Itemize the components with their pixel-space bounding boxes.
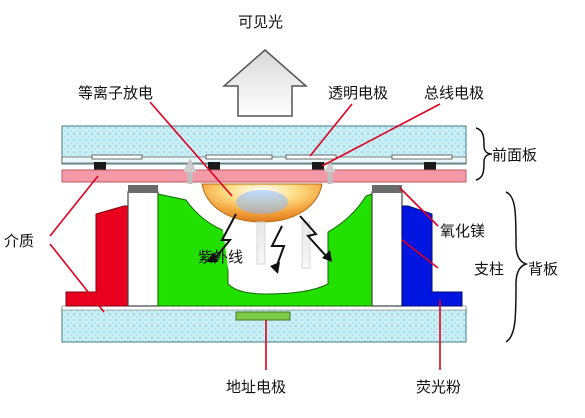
back-panel-bracket [505,191,529,343]
pointer-magnesium-oxide [399,187,439,227]
back-dielectric-strip [61,305,467,311]
label-visible-light: 可见光 [238,13,283,31]
bus-electrode-2 [208,162,220,170]
bus-electrode-1 [94,162,106,170]
label-magnesium-oxide: 氧化镁 [440,222,485,240]
transparent-electrode-mid-left [205,154,273,160]
mgo-cap-left [128,185,158,193]
label-dielectric: 介质 [4,232,34,250]
label-back-panel: 背板 [528,260,558,278]
green-phosphor [157,193,373,307]
uv-arrow-1 [211,213,237,263]
label-address-electrode: 地址电极 [226,378,286,396]
uv-shaft-left [256,221,266,265]
label-front-panel: 前面板 [492,146,537,164]
bus-electrode-3 [312,162,324,170]
uv-shaft-right [301,221,311,269]
label-ultraviolet: 紫外线 [198,248,243,266]
label-phosphor: 荧光粉 [416,378,461,396]
uv-arrow-2 [270,225,286,269]
pointer-transparent-electrode [309,103,353,157]
bus-electrode-4 [424,162,436,170]
transparent-electrode-left [91,154,143,160]
dielectric-layer [61,169,467,183]
transparent-electrode-right [391,154,453,160]
uv-arrow-3-head [322,250,332,262]
pointer-bus-electrode [321,103,441,167]
light-arrow-1-head [184,162,196,172]
mgo-cap-right [372,185,402,193]
pointer-plasma [149,101,233,197]
pointer-lines [49,101,441,370]
blue-phosphor [401,205,463,307]
visible-light-arrow [222,49,308,117]
pointer-dielectric-top [49,175,99,237]
pointer-dielectric-bottom [49,243,105,313]
plasma-glow [236,190,288,214]
label-barrier-rib: 支柱 [474,260,504,278]
light-arrow-2-head [324,162,336,172]
barrier-rib-left [127,191,159,307]
uv-arrow-2-head [270,262,280,274]
front-panel-bracket [475,127,493,181]
label-bus-electrode: 总线电极 [424,84,484,102]
uv-arrow-3 [299,215,327,257]
pointer-barrier-rib [401,239,439,269]
address-electrode [235,311,291,321]
barrier-rib-right [371,191,403,307]
label-plasma-discharge: 等离子放电 [78,84,153,102]
uv-arrow-1-head [206,252,218,262]
red-phosphor [65,205,129,307]
label-transparent-electrode: 透明电极 [328,84,388,102]
